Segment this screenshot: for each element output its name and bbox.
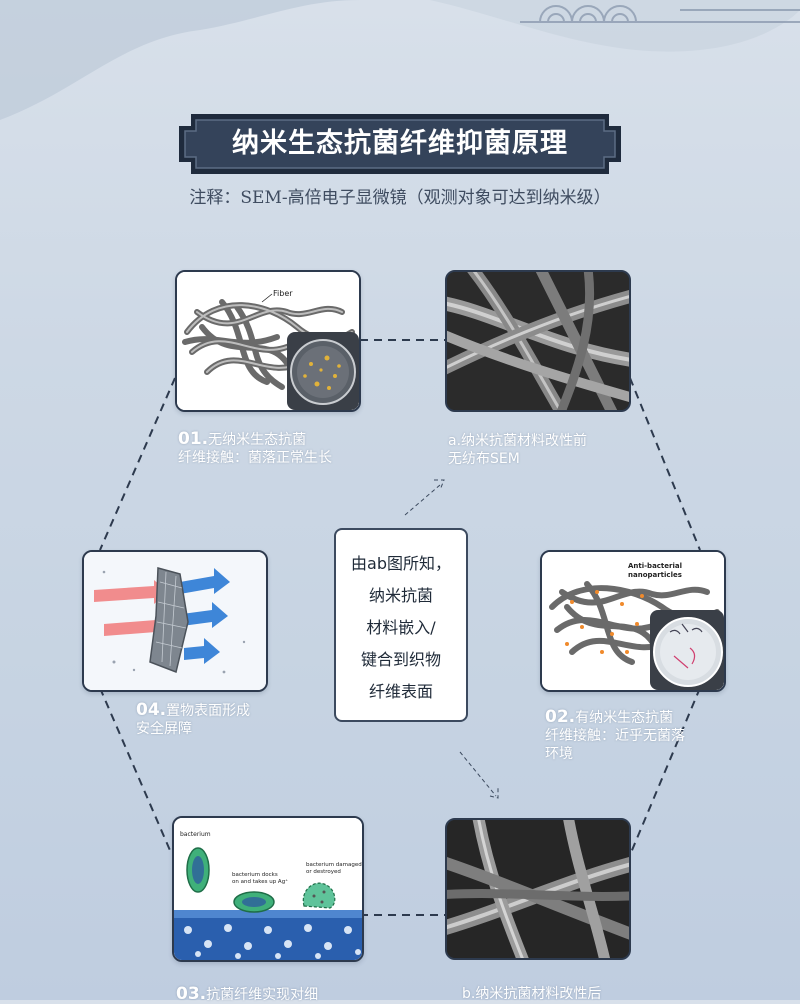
step-04-line2: 安全屏障: [136, 721, 192, 737]
sem-before-caption: a.纳米抗菌材料改性前 无纺布SEM: [448, 432, 587, 468]
step-02-number: 02.: [545, 707, 576, 727]
nanoparticle-fiber-image: Anti-bacterial nanoparticles: [542, 552, 724, 690]
nanoparticle-label-1: Anti-bacterial: [628, 562, 682, 570]
sem-before-line1: a.纳米抗菌材料改性前: [448, 433, 588, 449]
fiber-tangle-image: Fiber: [177, 272, 359, 410]
nanoparticle-label-2: nanoparticles: [628, 571, 682, 579]
bacterium-label-b2: on and takes up Ag⁺: [232, 878, 288, 885]
fiber-illustration-card: Fiber: [175, 270, 361, 412]
step-04-line1: 置物表面形成: [166, 703, 251, 719]
barrier-illustration-card: [82, 550, 268, 692]
step-02-line2: 纤维接触：近乎无菌落: [545, 728, 685, 744]
step-03-number: 03.: [176, 984, 207, 1004]
step-01-line1: 无纳米生态抗菌: [208, 432, 307, 448]
step-03-caption: 03.抗菌纤维实现对细: [176, 985, 318, 1004]
conclusion-line-1: 由ab图所知，: [351, 554, 451, 573]
step-02-line1: 有纳米生态抗菌: [575, 710, 674, 726]
fiber-label: Fiber: [273, 289, 293, 298]
subtitle-note: 注释：SEM-高倍电子显微镜（观测对象可达到纳米级）: [189, 188, 611, 208]
step-02-caption: 02.有纳米生态抗菌 纤维接触：近乎无菌落 环境: [545, 708, 685, 763]
bacterium-label-b1: bacterium docks: [232, 872, 278, 878]
page-title: 纳米生态抗菌纤维抑菌原理: [232, 128, 568, 159]
sem-after-line1: b.纳米抗菌材料改性后: [462, 986, 602, 1002]
sem-before-line2: 无纺布SEM: [448, 451, 520, 467]
barrier-image: [84, 552, 266, 690]
bacterium-label-c1: bacterium damaged: [306, 862, 362, 868]
conclusion-line-4: 键合到织物: [360, 650, 441, 669]
step-01-caption: 01.无纳米生态抗菌 纤维接触：菌落正常生长: [178, 430, 332, 467]
step-03-line1: 抗菌纤维实现对细: [206, 987, 319, 1003]
step-01-line2: 纤维接触：菌落正常生长: [178, 450, 332, 466]
bacterium-label-a: bacterium: [180, 831, 211, 838]
nanoparticle-illustration-card: Anti-bacterial nanoparticles: [540, 550, 726, 692]
title-banner: [179, 114, 621, 174]
step-01-number: 01.: [178, 429, 209, 449]
step-04-caption: 04.置物表面形成 安全屏障: [136, 701, 250, 738]
sem-after-image: [445, 818, 631, 960]
sem-before-image: [445, 270, 631, 412]
conclusion-box: 由ab图所知， 纳米抗菌 材料嵌入/ 键合到织物 纤维表面: [334, 528, 468, 722]
step-04-number: 04.: [136, 700, 167, 720]
bacterium-illustration-card: bacterium bacterium docks on and takes u…: [172, 816, 364, 962]
background-mountain-mist: [0, 0, 800, 120]
conclusion-line-3: 材料嵌入/: [366, 618, 436, 637]
conclusion-line-2: 纳米抗菌: [368, 586, 433, 605]
bacterium-image: bacterium bacterium docks on and takes u…: [174, 818, 362, 960]
bacterium-label-c2: or destroyed: [306, 869, 341, 875]
conclusion-line-5: 纤维表面: [368, 682, 433, 701]
step-02-line3: 环境: [545, 746, 573, 762]
sem-after-caption: b.纳米抗菌材料改性后: [462, 985, 601, 1003]
